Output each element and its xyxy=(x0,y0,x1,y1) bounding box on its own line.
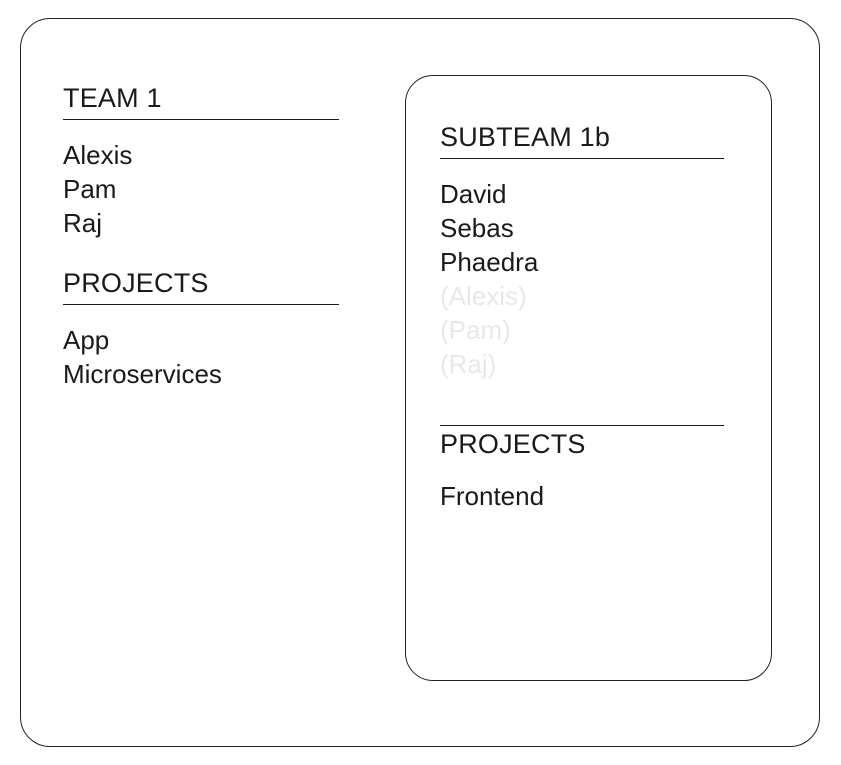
subteam-1b-title-rule xyxy=(440,158,724,159)
subteam-box-subteam-1b[interactable]: SUBTEAM 1b David Sebas Phaedra (Alexis) … xyxy=(405,75,772,681)
subteam-1b-projects-header: PROJECTS xyxy=(440,425,724,461)
subteam-1b-member[interactable]: David xyxy=(440,179,507,209)
team-1-member[interactable]: Pam xyxy=(63,174,117,204)
subteam-1b-title: SUBTEAM 1b xyxy=(440,122,611,152)
team-box-team-1[interactable]: TEAM 1 Alexis Pam Raj PROJECTS App Micro… xyxy=(20,18,820,747)
team-1-projects-rule xyxy=(63,304,339,305)
subteam-1b-member-list: David Sebas Phaedra (Alexis) (Pam) (Raj) xyxy=(440,177,724,381)
subteam-1b-inherited-member: (Alexis) xyxy=(440,281,527,311)
team-1-member-list: Alexis Pam Raj xyxy=(63,138,339,240)
subteam-1b-project-list: Frontend xyxy=(440,479,724,513)
subteam-1b-header: SUBTEAM 1b xyxy=(440,120,724,159)
team-1-member[interactable]: Raj xyxy=(63,208,103,238)
subteam-1b-member[interactable]: Sebas xyxy=(440,213,514,243)
team-1-projects-title: PROJECTS xyxy=(63,268,209,298)
subteam-1b-project[interactable]: Frontend xyxy=(440,481,545,511)
subteam-1b-inherited-member: (Raj) xyxy=(440,349,497,379)
spacer xyxy=(440,381,724,425)
subteam-1b-inherited-member: (Pam) xyxy=(440,315,511,345)
subteam-1b-projects-title: PROJECTS xyxy=(440,429,586,459)
team-1-project-list: App Microservices xyxy=(63,323,339,391)
team-1-projects-header: PROJECTS xyxy=(63,266,339,305)
team-1-project[interactable]: App xyxy=(63,325,110,355)
team-1-title-rule xyxy=(63,119,339,120)
spacer xyxy=(63,240,339,266)
team-1-title: TEAM 1 xyxy=(63,83,162,113)
team-1-project[interactable]: Microservices xyxy=(63,359,222,389)
subteam-1b-projects-rule xyxy=(440,425,724,426)
subteam-1b-content: SUBTEAM 1b David Sebas Phaedra (Alexis) … xyxy=(440,120,724,513)
team-1-member[interactable]: Alexis xyxy=(63,140,133,170)
subteam-1b-member[interactable]: Phaedra xyxy=(440,247,539,277)
team-1-content: TEAM 1 Alexis Pam Raj PROJECTS App Micro… xyxy=(63,81,339,391)
team-1-header: TEAM 1 xyxy=(63,81,339,120)
